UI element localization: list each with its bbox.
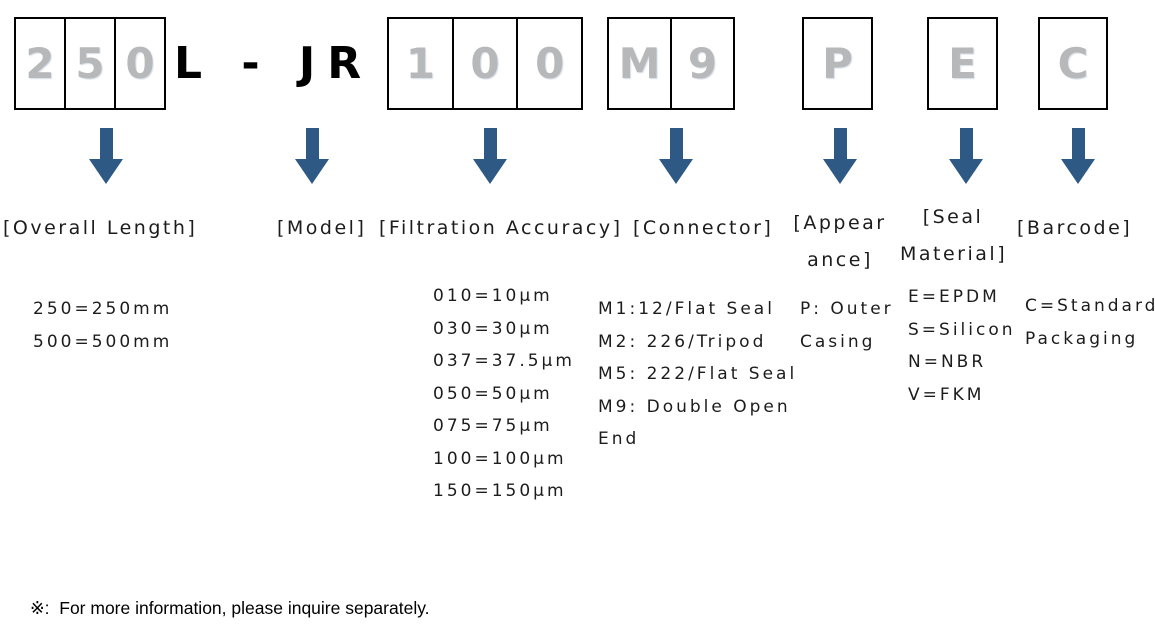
option-item: M5: 222/Flat Seal	[598, 364, 798, 384]
down-arrow-icon	[1060, 128, 1096, 184]
arrow-stem	[99, 128, 113, 159]
code-cell: 9	[687, 39, 718, 88]
code-box-connector: M 9	[607, 17, 735, 110]
arrow-head	[295, 159, 329, 184]
arrow-stem	[305, 128, 319, 159]
option-item: 500=500mm	[33, 331, 173, 352]
option-item: 075=75µm	[433, 416, 553, 436]
down-arrow-icon	[88, 128, 124, 184]
options-connector: M1:12/Flat Seal M2: 226/Tripod M5: 222/F…	[598, 293, 813, 456]
arrow-head	[659, 159, 693, 184]
code-cell: E	[948, 39, 977, 88]
code-cell: 2	[16, 19, 66, 108]
label-appearance: [Appear ance]	[790, 205, 890, 279]
option-item: M2: 226/Tripod	[598, 331, 767, 352]
arrow-stem	[833, 128, 847, 159]
arrow-head	[823, 159, 857, 184]
label-connector: [Connector]	[633, 217, 774, 239]
option-item: S=Silicon	[908, 319, 1016, 340]
down-arrow-icon	[294, 128, 330, 184]
option-item: 150=150µm	[433, 481, 567, 501]
label-seal-line2: Material]	[900, 243, 1008, 265]
option-item: 037=37.5µm	[433, 351, 575, 371]
code-model-text: L - JR	[174, 38, 374, 89]
code-box-appearance: P	[802, 17, 873, 110]
label-barcode: [Barcode]	[1017, 217, 1133, 239]
option-item: 010=10µm	[433, 286, 553, 306]
arrow-stem	[959, 128, 973, 159]
arrow-head	[473, 159, 507, 184]
arrow-stem	[669, 128, 683, 159]
code-cell: 0	[125, 39, 155, 88]
code-box-overall-length: 2 5 0	[14, 17, 166, 110]
option-item: 030=30µm	[433, 318, 553, 339]
arrow-head	[89, 159, 123, 184]
code-cell: 5	[66, 19, 116, 108]
options-seal: E=EPDM S=Silicon N=NBR V=FKM	[908, 281, 1016, 411]
options-barcode: C=Standard Packaging	[1025, 296, 1155, 349]
footnote: ※: For more information, please inquire …	[30, 598, 430, 618]
label-overall-length: [Overall Length]	[3, 217, 198, 239]
code-cell: 0	[454, 19, 519, 108]
option-item: 100=100µm	[433, 448, 567, 469]
label-appearance-line2: ance]	[807, 249, 873, 271]
option-item: 050=50µm	[433, 383, 553, 404]
arrow-head	[1061, 159, 1095, 184]
arrow-head	[949, 159, 983, 184]
options-appearance: P: Outer Casing	[800, 299, 894, 352]
option-item: M1:12/Flat Seal	[598, 299, 775, 319]
label-seal-material: [Seal Material]	[900, 199, 1006, 273]
code-box-seal: E	[927, 17, 998, 110]
option-item: E=EPDM	[908, 287, 1000, 307]
arrow-stem	[1071, 128, 1085, 159]
down-arrow-icon	[658, 128, 694, 184]
down-arrow-icon	[472, 128, 508, 184]
code-cell: 0	[535, 39, 565, 88]
label-model: [Model]	[277, 217, 367, 239]
option-item: M9: Double Open End	[598, 396, 791, 450]
arrow-stem	[483, 128, 497, 159]
options-overall-length: 250=250mm 500=500mm	[33, 293, 172, 358]
option-item: V=FKM	[908, 384, 985, 405]
label-filtration-accuracy: [Filtration Accuracy]	[379, 217, 623, 239]
label-seal-line1: [Seal	[922, 206, 984, 228]
code-cell: P	[822, 39, 853, 88]
code-cell: 1	[389, 19, 454, 108]
option-item: 250=250mm	[33, 299, 173, 319]
option-item: N=NBR	[908, 352, 987, 372]
down-arrow-icon	[948, 128, 984, 184]
code-box-barcode: C	[1038, 17, 1108, 110]
code-cell: C	[1057, 39, 1089, 88]
code-cell: M	[609, 19, 672, 108]
options-filtration: 010=10µm 030=30µm 037=37.5µm 050=50µm 07…	[433, 280, 575, 508]
down-arrow-icon	[822, 128, 858, 184]
label-appearance-line1: [Appear	[793, 212, 887, 234]
code-box-filtration: 1 0 0	[387, 17, 583, 110]
